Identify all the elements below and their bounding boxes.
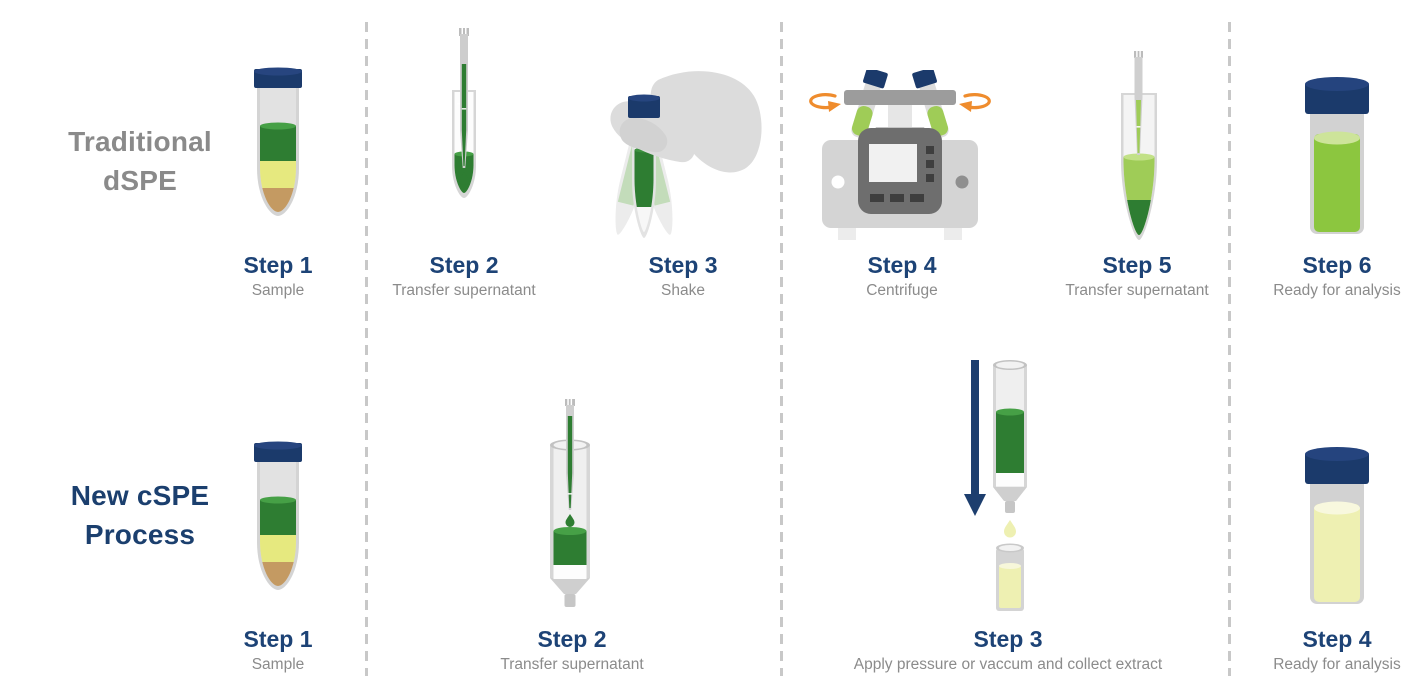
column-divider xyxy=(1228,22,1231,676)
step-title: Step 4 xyxy=(1302,626,1372,652)
step-label: Step 5 Transfer supernatant xyxy=(987,251,1287,300)
vial-green-icon xyxy=(1305,77,1369,234)
step-title: Step 2 xyxy=(537,626,607,652)
row-label-new-cspe-process: New cSPE Process xyxy=(0,476,280,554)
step-caption: Shake xyxy=(661,282,705,299)
pressure-arrow-icon xyxy=(971,360,979,496)
sample-tube-icon xyxy=(254,67,302,216)
step-label: Step 4 Ready for analysis xyxy=(1187,625,1420,674)
pressure-collect-icon xyxy=(964,360,1027,611)
row-label-line: dSPE xyxy=(103,165,177,196)
step-title: Step 1 xyxy=(243,252,313,278)
step-title: Step 5 xyxy=(1102,252,1172,278)
column-divider xyxy=(780,22,783,676)
row-label-line: New cSPE xyxy=(70,480,210,511)
step-title: Step 4 xyxy=(867,252,937,278)
step-caption: Apply pressure or vaccum and collect ext… xyxy=(853,656,1163,673)
centrifuge-icon xyxy=(809,70,991,240)
step-title: Step 6 xyxy=(1302,252,1372,278)
step-caption: Ready for analysis xyxy=(1273,656,1401,673)
row-label-line: Process xyxy=(84,519,196,550)
step-caption: Transfer supernatant xyxy=(500,656,644,673)
step-label: Step 3 Apply pressure or vaccum and coll… xyxy=(818,625,1198,674)
column-divider xyxy=(365,22,368,676)
sample-tube-icon xyxy=(254,441,302,590)
step-label: Step 1 Sample xyxy=(128,625,428,674)
step-caption: Transfer supernatant xyxy=(392,282,536,299)
step-caption: Ready for analysis xyxy=(1273,282,1401,299)
pipette-transfer-icon xyxy=(452,28,476,198)
step-label: Step 3 Shake xyxy=(533,251,833,300)
step-title: Step 2 xyxy=(429,252,499,278)
step-label: Step 2 Transfer supernatant xyxy=(422,625,722,674)
step-title: Step 3 xyxy=(648,252,718,278)
step-caption: Transfer supernatant xyxy=(1065,282,1209,299)
step-caption: Sample xyxy=(251,656,305,673)
row-label-traditional-dspe: Traditional dSPE xyxy=(0,122,280,200)
shake-hand-icon xyxy=(610,71,762,238)
row-label-line: Traditional xyxy=(68,126,212,157)
spe-cartridge-icon xyxy=(550,399,590,607)
step-label: Step 4 Centrifuge xyxy=(752,251,1052,300)
step-label: Step 1 Sample xyxy=(128,251,428,300)
step-title: Step 3 xyxy=(973,626,1043,652)
step-title: Step 1 xyxy=(243,626,313,652)
step-label: Step 2 Transfer supernatant xyxy=(314,251,614,300)
vial-yellow-icon xyxy=(1305,447,1369,604)
step-caption: Centrifuge xyxy=(866,282,938,299)
pipette-pellet-icon xyxy=(1121,51,1157,240)
step-caption: Sample xyxy=(251,282,305,299)
step-label: Step 6 Ready for analysis xyxy=(1187,251,1420,300)
